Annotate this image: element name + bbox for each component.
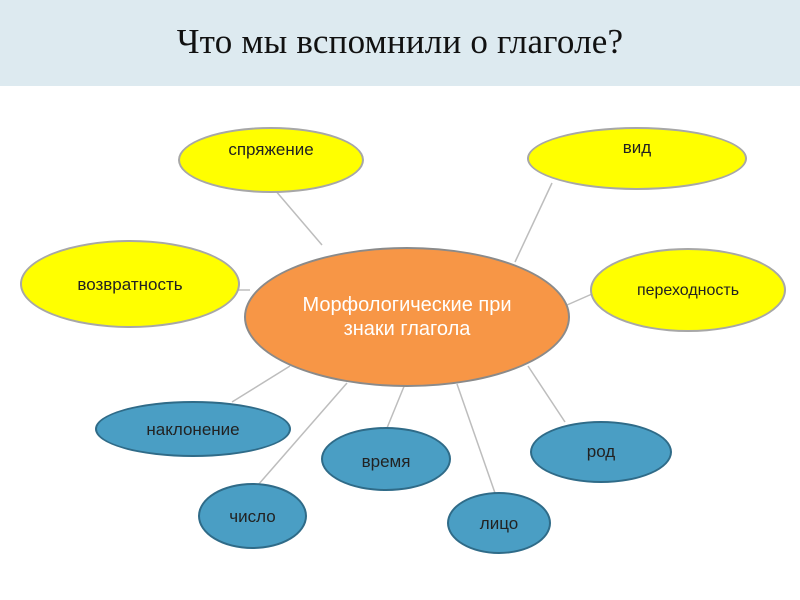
node-vid-label: вид: [622, 138, 652, 157]
node-litso-label: лицо: [479, 513, 519, 533]
node-naklonenie: наклонение: [95, 401, 291, 457]
node-rod: род: [530, 421, 672, 483]
node-vremya: время: [321, 427, 451, 491]
connector-litso: [456, 383, 496, 494]
connector-rod: [527, 365, 566, 423]
node-vozvratnost: возвратность: [20, 240, 240, 328]
node-rod-label: род: [586, 441, 616, 461]
connector-chislo: [257, 382, 348, 486]
node-vid: вид: [527, 127, 747, 190]
node-vozvratnost-label: возвратность: [77, 274, 183, 294]
node-perekhodnost: переходность: [590, 248, 786, 332]
connector-naklonenie: [231, 365, 291, 403]
node-naklonenie-label: наклонение: [146, 419, 240, 439]
node-spryazhenie-label: спряжение: [228, 139, 314, 159]
connector-vremya: [386, 383, 406, 429]
center-node-label: Морфологические признаки глагола: [302, 294, 512, 340]
node-spryazhenie: спряжение: [178, 127, 364, 193]
node-chislo-label: число: [229, 506, 276, 526]
node-chislo: число: [198, 483, 307, 549]
node-vremya-label: время: [361, 451, 411, 471]
connector-vid: [514, 182, 553, 263]
node-litso: лицо: [447, 492, 551, 554]
node-perekhodnost-label: переходность: [636, 281, 740, 299]
center-node: Морфологические признаки глагола: [244, 247, 570, 387]
title-bar: [0, 0, 800, 86]
connector-spryazhenie: [274, 189, 323, 246]
connector-perekhodnost: [566, 293, 593, 306]
slide-title: Что мы вспомнили о глаголе?: [176, 22, 624, 61]
